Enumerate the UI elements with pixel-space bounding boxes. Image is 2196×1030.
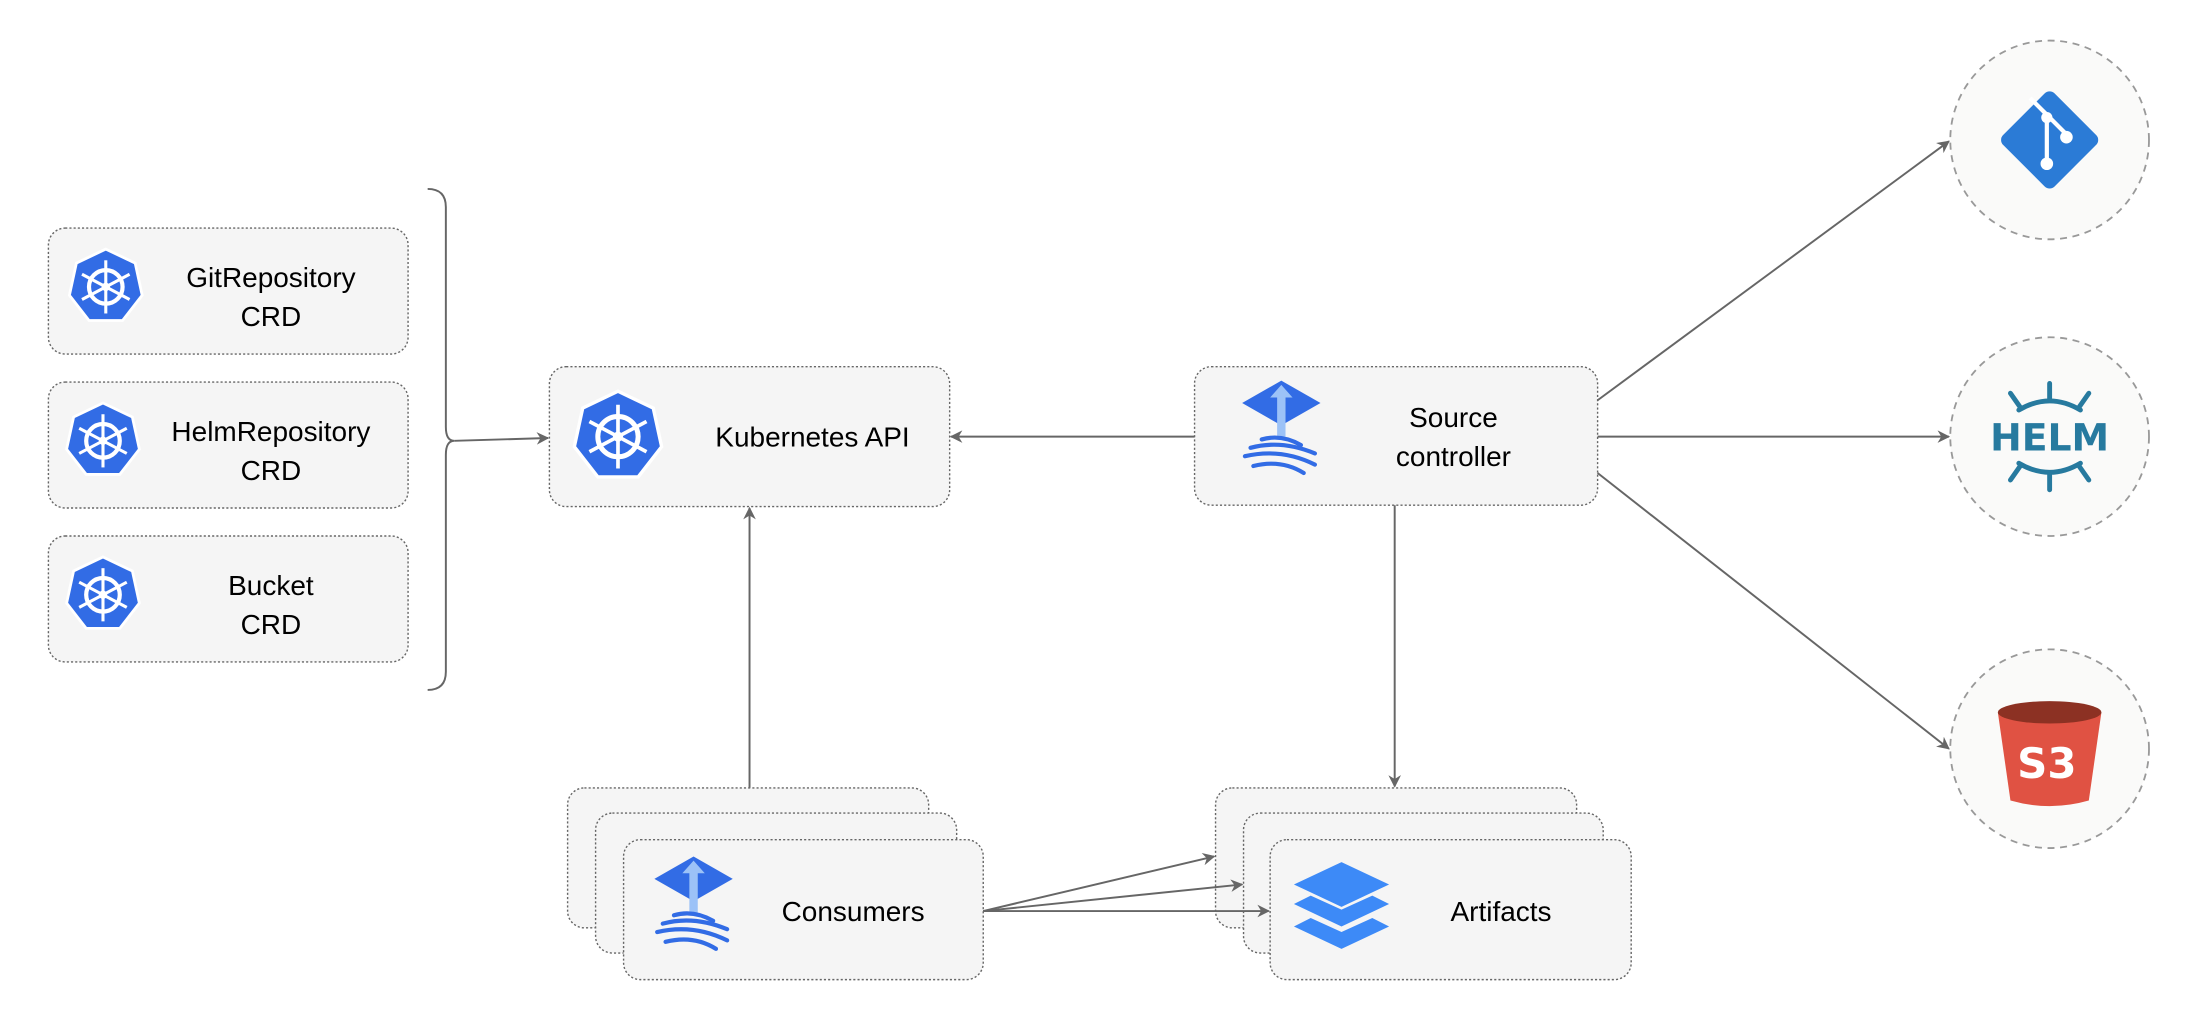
crd-label: HelmRepository bbox=[171, 416, 370, 447]
crd-label: GitRepository bbox=[186, 262, 355, 293]
edge-crds-to-api bbox=[454, 432, 550, 445]
crd-label: Bucket bbox=[228, 570, 314, 601]
kubernetes-api-label: Kubernetes API bbox=[715, 421, 909, 452]
source-controller-label: Source bbox=[1409, 402, 1498, 433]
s3-logo-text: S3 bbox=[2017, 739, 2076, 788]
kubernetes-icon bbox=[67, 403, 140, 474]
consumers-node[interactable]: Consumers bbox=[566, 787, 984, 981]
consumers-label: Consumers bbox=[782, 896, 925, 927]
s3-source[interactable]: S3 bbox=[1949, 648, 2150, 849]
crd-gitrepository[interactable]: GitRepository CRD bbox=[47, 227, 409, 355]
git-source[interactable] bbox=[1949, 39, 2150, 241]
artifacts-node[interactable]: Artifacts bbox=[1214, 787, 1632, 981]
kubernetes-icon bbox=[67, 557, 140, 628]
crd-label: CRD bbox=[241, 455, 302, 486]
edge-consumers-to-artifacts bbox=[983, 852, 1216, 912]
edge-consumers-to-artifacts bbox=[983, 879, 1244, 913]
crd-bucket[interactable]: Bucket CRD bbox=[47, 535, 409, 663]
artifacts-label: Artifacts bbox=[1451, 896, 1552, 927]
crd-label: CRD bbox=[241, 301, 302, 332]
source-controller-label: controller bbox=[1396, 441, 1511, 472]
helm-icon: HELM bbox=[1990, 381, 2109, 493]
brace bbox=[427, 187, 455, 691]
source-controller-node[interactable]: Source controller bbox=[1193, 365, 1599, 506]
edge-controller-to-s3 bbox=[1597, 472, 1950, 750]
edge-controller-to-git bbox=[1597, 140, 1950, 402]
crd-label: CRD bbox=[241, 609, 302, 640]
s3-bucket-icon: S3 bbox=[1997, 701, 2102, 807]
helm-source[interactable]: HELM bbox=[1949, 336, 2150, 537]
git-icon bbox=[2001, 91, 2099, 189]
helm-logo-text: HELM bbox=[1990, 416, 2109, 460]
crd-helmrepository[interactable]: HelmRepository CRD bbox=[47, 381, 409, 509]
kubernetes-api-node[interactable]: Kubernetes API bbox=[548, 365, 951, 508]
kubernetes-icon bbox=[69, 249, 142, 320]
kubernetes-icon bbox=[574, 391, 661, 477]
